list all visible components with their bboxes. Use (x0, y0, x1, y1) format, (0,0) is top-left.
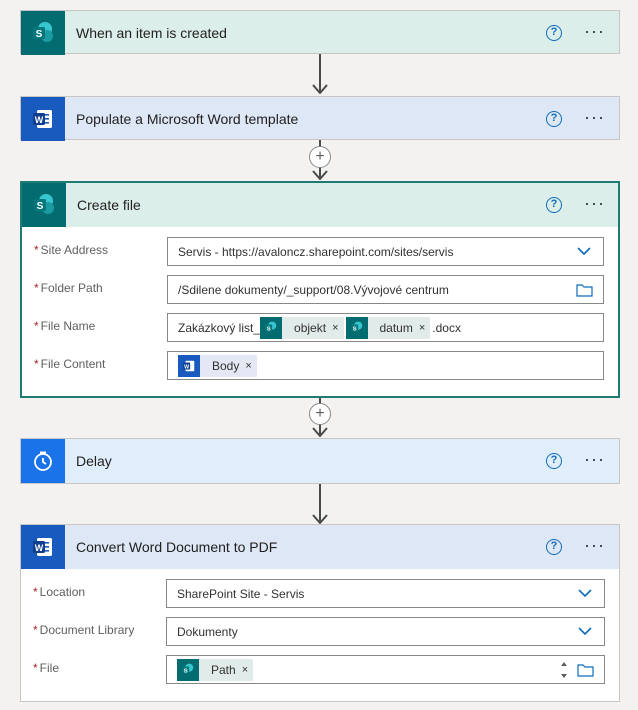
step-delay[interactable]: Delay ? ··· (20, 438, 620, 484)
more-options-icon[interactable]: ··· (584, 535, 605, 555)
svg-text:W: W (35, 115, 44, 125)
folder-icon[interactable] (576, 283, 593, 297)
step-title: Delay (76, 453, 112, 469)
sharepoint-icon: S (345, 316, 368, 339)
svg-text:S: S (37, 201, 44, 212)
remove-token-icon[interactable]: × (418, 321, 426, 334)
site-address-dropdown[interactable]: Servis - https://avaloncz.sharepoint.com… (167, 237, 604, 266)
connector-arrow (312, 427, 328, 437)
remove-token-icon[interactable]: × (332, 321, 339, 334)
remove-token-icon[interactable]: × (241, 663, 249, 676)
sharepoint-icon: S (22, 183, 66, 227)
connector-line (319, 54, 321, 92)
folder-path-input[interactable]: /Sdilene dokumenty/_support/08.Vývojové … (167, 275, 604, 304)
document-library-dropdown[interactable]: Dokumenty (166, 617, 605, 646)
more-options-icon[interactable]: ··· (584, 193, 605, 213)
connector-arrow (312, 514, 328, 524)
file-content-label: *File Content (34, 357, 106, 371)
file-content-input[interactable]: W Body × (167, 351, 604, 380)
folder-path-label: *Folder Path (34, 281, 103, 295)
step-when-item-created[interactable]: S When an item is created ? ··· (20, 10, 620, 55)
dynamic-token-objekt[interactable]: S objekt × (260, 316, 344, 339)
document-library-row: *Document Library Dokumenty (21, 613, 619, 651)
help-icon[interactable]: ? (546, 539, 562, 555)
sharepoint-icon: S (21, 11, 65, 55)
word-icon: W (21, 525, 65, 569)
add-step-button[interactable]: + (309, 403, 331, 425)
file-name-row: *File Name Zakázkový list_ S objekt × S … (22, 309, 618, 347)
help-icon[interactable]: ? (546, 25, 562, 41)
step-create-file[interactable]: S Create file ? ··· *Site Address Servis… (20, 181, 620, 398)
connector-arrow (312, 170, 328, 180)
svg-text:W: W (184, 364, 189, 370)
step-convert-to-pdf[interactable]: W Convert Word Document to PDF ? ··· *Lo… (20, 524, 620, 702)
file-label: *File (33, 661, 60, 675)
add-step-button[interactable]: + (309, 146, 331, 168)
chevron-down-icon[interactable] (577, 246, 591, 256)
step-title: Create file (77, 197, 141, 213)
chevron-down-icon[interactable] (578, 588, 592, 598)
dynamic-token-datum[interactable]: S datum × (345, 316, 431, 339)
more-options-icon[interactable]: ··· (584, 21, 605, 41)
location-row: *Location SharePoint Site - Servis (21, 575, 619, 613)
more-options-icon[interactable]: ··· (584, 449, 605, 469)
step-title: When an item is created (76, 25, 227, 41)
dynamic-token-body[interactable]: W Body × (178, 354, 257, 377)
site-address-row: *Site Address Servis - https://avaloncz.… (22, 233, 618, 271)
help-icon[interactable]: ? (546, 453, 562, 469)
chevron-down-icon[interactable] (578, 626, 592, 636)
help-icon[interactable]: ? (546, 197, 562, 213)
step-title: Populate a Microsoft Word template (76, 111, 299, 127)
word-icon: W (178, 354, 200, 377)
timer-icon (21, 439, 65, 483)
svg-text:S: S (352, 326, 356, 332)
folder-icon[interactable] (577, 663, 594, 677)
scroll-arrows-icon[interactable] (560, 660, 568, 680)
file-name-input[interactable]: Zakázkový list_ S objekt × S datum × .do… (167, 313, 604, 342)
file-input[interactable]: S Path × (166, 655, 605, 684)
location-dropdown[interactable]: SharePoint Site - Servis (166, 579, 605, 608)
document-library-label: *Document Library (33, 623, 135, 637)
remove-token-icon[interactable]: × (245, 359, 252, 372)
folder-path-row: *Folder Path /Sdilene dokumenty/_support… (22, 271, 618, 309)
step-title: Convert Word Document to PDF (76, 539, 278, 555)
sharepoint-icon: S (260, 316, 283, 339)
more-options-icon[interactable]: ··· (584, 107, 605, 127)
connector-line (319, 484, 321, 522)
step-populate-word-template[interactable]: W Populate a Microsoft Word template ? ·… (20, 96, 620, 141)
file-content-row: *File Content W Body × (22, 347, 618, 385)
connector-arrow (312, 84, 328, 94)
location-label: *Location (33, 585, 86, 599)
svg-text:S: S (184, 668, 188, 674)
sharepoint-icon: S (177, 658, 199, 681)
file-name-label: *File Name (34, 319, 96, 333)
site-address-label: *Site Address (34, 243, 109, 257)
svg-text:S: S (267, 326, 271, 332)
dynamic-token-path[interactable]: S Path × (177, 658, 254, 681)
word-icon: W (21, 97, 65, 141)
svg-text:S: S (36, 29, 43, 40)
svg-text:W: W (35, 543, 44, 553)
file-row: *File S Path × (21, 651, 619, 689)
help-icon[interactable]: ? (546, 111, 562, 127)
